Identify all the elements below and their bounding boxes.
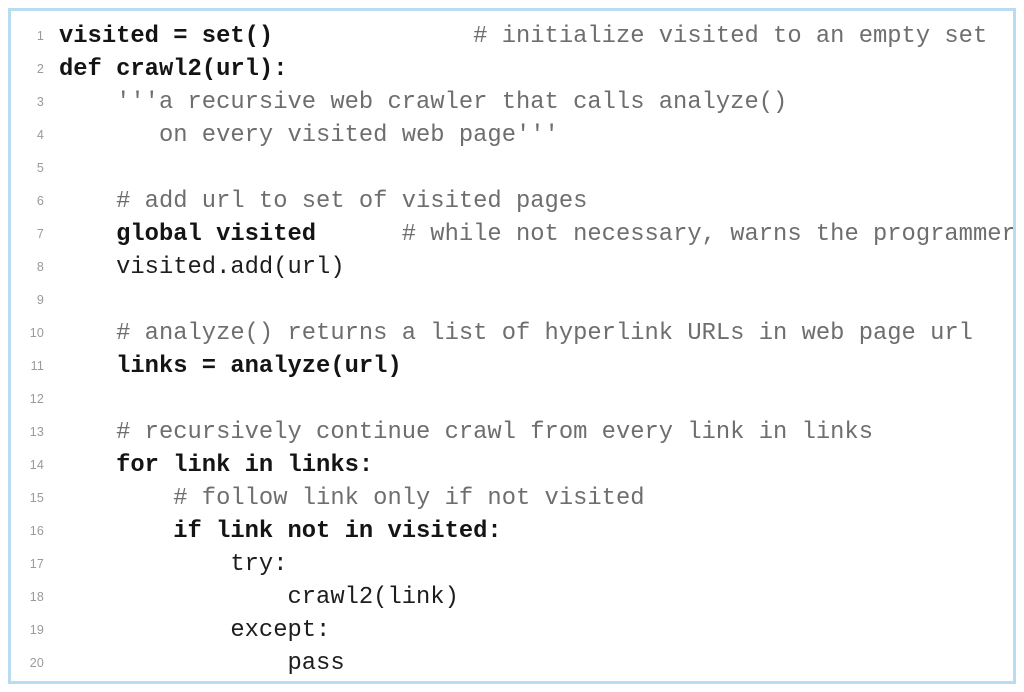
code-line-content: except: — [59, 614, 1009, 647]
code-token-comment: # analyze() returns a list of hyperlink … — [59, 320, 973, 347]
line-number: 7 — [36, 227, 44, 241]
code-line-content: visited.add(url) — [59, 251, 1009, 284]
line-number: 1 — [36, 29, 44, 43]
code-line-content: visited = set() # initialize visited to … — [59, 20, 1009, 53]
code-line-content: # analyze() returns a list of hyperlink … — [59, 317, 1009, 350]
code-line: 15 # follow link only if not visited — [11, 482, 1013, 515]
line-number: 20 — [29, 656, 44, 670]
code-line-content: for link in links: — [59, 449, 1009, 482]
code-token-code: if link not in visited: — [59, 518, 502, 545]
line-number: 10 — [29, 326, 44, 340]
code-token-code: links = analyze(url) — [59, 353, 402, 380]
code-line-content: pass — [59, 647, 1009, 680]
code-line-content: links = analyze(url) — [59, 350, 1009, 383]
code-token-comment: # add url to set of visited pages — [59, 188, 588, 215]
line-number: 11 — [30, 359, 44, 373]
code-token-comment: # recursively continue crawl from every … — [59, 419, 873, 446]
code-line: 13 # recursively continue crawl from eve… — [11, 416, 1013, 449]
code-line: 9 — [11, 284, 1013, 317]
code-listing: 1 visited = set() # initialize visited to… — [11, 11, 1013, 680]
code-line: 5 — [11, 152, 1013, 185]
code-line: 11 links = analyze(url) — [11, 350, 1013, 383]
code-line: 12 — [11, 383, 1013, 416]
code-line: 8 visited.add(url) — [11, 251, 1013, 284]
code-token-code: def crawl2(url): — [59, 56, 288, 83]
line-number: 6 — [36, 194, 44, 208]
code-line: 2 def crawl2(url): — [11, 53, 1013, 86]
code-line: 1 visited = set() # initialize visited to… — [11, 20, 1013, 53]
code-line: 3 '''a recursive web crawler that calls … — [11, 86, 1013, 119]
line-number: 9 — [36, 293, 44, 307]
line-number: 17 — [29, 557, 44, 571]
code-token-plain: visited.add(url) — [59, 254, 345, 281]
line-number: 15 — [29, 491, 44, 505]
code-line-content: if link not in visited: — [59, 515, 1009, 548]
code-line: 10 # analyze() returns a list of hyperli… — [11, 317, 1013, 350]
line-number: 13 — [29, 425, 44, 439]
code-token-code: visited = set() — [59, 23, 274, 50]
code-line: 19 except: — [11, 614, 1013, 647]
code-token-comment: # while not necessary, warns the program… — [316, 221, 1016, 248]
line-number: 5 — [36, 161, 44, 175]
line-number: 8 — [36, 260, 44, 274]
code-line-content: # follow link only if not visited — [59, 482, 1009, 515]
code-line: 6 # add url to set of visited pages — [11, 185, 1013, 218]
code-line-content: '''a recursive web crawler that calls an… — [59, 86, 1009, 119]
code-line: 16 if link not in visited: — [11, 515, 1013, 548]
line-number: 14 — [29, 458, 44, 472]
code-token-code: global visited — [59, 221, 317, 248]
code-token-plain: try: — [59, 551, 288, 578]
code-line-content: global visited # while not necessary, wa… — [59, 218, 1013, 251]
code-token-plain: pass — [59, 650, 345, 677]
line-number: 3 — [36, 95, 44, 109]
code-line: 20 pass — [11, 647, 1013, 680]
line-number: 19 — [29, 623, 44, 637]
code-line: 17 try: — [11, 548, 1013, 581]
line-number: 12 — [29, 392, 44, 406]
code-line: 18 crawl2(link) — [11, 581, 1013, 614]
code-line: 7 global visited # while not necessary, … — [11, 218, 1013, 251]
code-token-comment: # initialize visited to an empty set — [273, 23, 988, 50]
code-line: 14 for link in links: — [11, 449, 1013, 482]
code-line-content: # add url to set of visited pages — [59, 185, 1009, 218]
code-token-code: for link in links: — [59, 452, 374, 479]
code-snippet-card: 1 visited = set() # initialize visited to… — [8, 8, 1016, 684]
code-line-content: crawl2(link) — [59, 581, 1009, 614]
line-number: 16 — [29, 524, 44, 538]
line-number: 2 — [36, 62, 44, 76]
code-token-doc: '''a recursive web crawler that calls an… — [59, 89, 788, 116]
line-number: 4 — [36, 128, 44, 142]
code-token-doc: on every visited web page''' — [59, 122, 559, 149]
code-line: 4 on every visited web page''' — [11, 119, 1013, 152]
code-line-content: # recursively continue crawl from every … — [59, 416, 1009, 449]
line-number: 18 — [29, 590, 44, 604]
code-token-plain: except: — [59, 617, 331, 644]
code-line-content: def crawl2(url): — [59, 53, 1009, 86]
code-token-comment: # follow link only if not visited — [59, 485, 645, 512]
code-line-content: try: — [59, 548, 1009, 581]
code-line-content: on every visited web page''' — [59, 119, 1009, 152]
code-token-plain: crawl2(link) — [59, 584, 459, 611]
